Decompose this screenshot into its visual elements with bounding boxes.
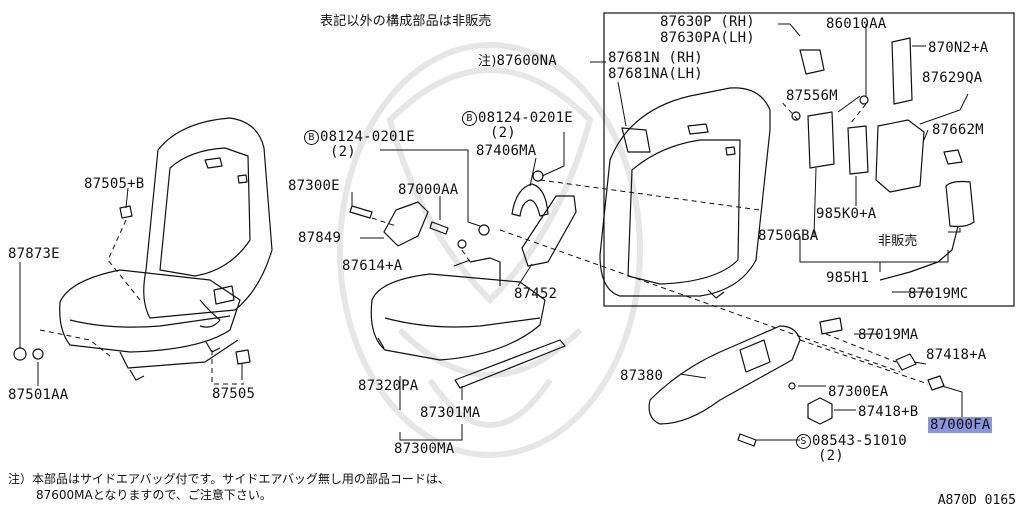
label-87681n: 87681N (RH) <box>608 50 703 66</box>
leader-lines <box>19 23 978 441</box>
part-87629qa <box>875 119 925 193</box>
bracket-87849 <box>383 201 429 247</box>
label-87556m: 87556M <box>786 88 838 104</box>
part-number-87600na: 87600NA <box>496 53 557 69</box>
highlighted-part-number[interactable]: 87000FA <box>928 417 993 433</box>
label-87614a: 87614+A <box>342 258 403 274</box>
label-87629qa: 87629QA <box>922 70 983 86</box>
label-87630p: 87630P (RH) <box>660 14 755 30</box>
label-screw-08543-qty: (2) <box>818 448 844 464</box>
label-87300ea: 87300EA <box>828 384 889 400</box>
bracket-87452 <box>521 195 577 267</box>
part-87630p <box>799 49 825 75</box>
clip-87505b <box>119 205 133 219</box>
assembly-lines <box>39 99 929 385</box>
label-87300e: 87300E <box>288 178 340 194</box>
label-87380: 87380 <box>620 368 664 384</box>
rail-87301ma <box>454 339 566 389</box>
label-bolt-08124-left-qty: (2) <box>330 144 356 160</box>
bolt-number: 08124-0201E <box>478 110 573 126</box>
bolt-08124-b <box>532 170 544 182</box>
label-87452: 87452 <box>514 286 558 302</box>
watermark-emblem <box>337 42 643 458</box>
part-87662m <box>943 149 963 165</box>
pad-87681n <box>621 127 651 153</box>
cap-87418a <box>895 353 917 371</box>
label-87019mc: 87019MC <box>908 286 969 302</box>
label-87662m: 87662M <box>932 122 984 138</box>
bolt-86010aa <box>859 95 869 105</box>
label-985h1: 985H1 <box>826 270 870 286</box>
diagram-reference-code: A870D 0165 <box>937 493 1016 508</box>
bolt-87300e <box>349 205 373 219</box>
bracket-87506ba <box>807 111 835 169</box>
part-985k0a <box>847 125 869 175</box>
bolt-87556m <box>791 111 801 121</box>
connector-87019ma <box>819 317 843 335</box>
label-87301ma: 87301MA <box>420 405 481 421</box>
label-985k0a: 985K0+A <box>816 206 877 222</box>
footer-note-line-1: 注）本部品はサイドエアバッグ付です。サイドエアバッグ無し用の部品コードは、 <box>8 472 450 486</box>
label-87630pa: 87630PA(LH) <box>660 30 755 46</box>
label-87019ma: 87019MA <box>858 327 919 343</box>
side-finisher-87380 <box>648 325 801 425</box>
label-870n2a: 870N2+A <box>928 40 989 56</box>
label-87000aa: 87000AA <box>398 182 459 198</box>
b-circle-icon: B <box>304 130 319 145</box>
label-not-sold: 非販売 <box>878 234 918 249</box>
airbag-module <box>945 180 975 228</box>
screw-number: 08543-51010 <box>812 433 907 449</box>
part-87406ma <box>511 183 549 217</box>
bolt-08124-a <box>478 224 490 236</box>
bolt-87000aa <box>429 221 449 235</box>
label-87000fa[interactable]: 87000FA <box>928 417 993 433</box>
label-87600na: 注)87600NA <box>478 53 557 70</box>
cushion-frame-87320pa <box>370 257 546 361</box>
label-87849: 87849 <box>298 230 342 246</box>
label-87681na: 87681NA(LH) <box>608 66 703 82</box>
label-87505b: 87505+B <box>84 176 145 192</box>
washer-87300ea <box>788 382 796 390</box>
label-87501aa: 87501AA <box>8 387 69 403</box>
s-circle-icon: S <box>796 434 811 449</box>
label-87506ba: 87506BA <box>758 228 819 244</box>
note-mark: 注) <box>478 54 497 69</box>
label-87406ma: 87406MA <box>476 143 537 159</box>
assembled-seat-drawing <box>59 117 273 381</box>
nut-87614a <box>457 239 467 249</box>
label-87418b: 87418+B <box>858 404 919 420</box>
bolt-87501aa <box>32 348 44 360</box>
detail-frame <box>603 12 1015 307</box>
plug-87873e <box>13 347 27 361</box>
label-86010aa: 86010AA <box>826 16 887 32</box>
clip-87000fa <box>927 375 945 391</box>
label-87418a: 87418+A <box>926 347 987 363</box>
label-bolt-08124-right-qty: (2) <box>490 125 516 141</box>
footer-note-line-2: 87600MAとなりますので、ご注意下さい。 <box>36 488 272 502</box>
bolt-number: 08124-0201E <box>320 129 415 145</box>
label-87505: 87505 <box>212 386 256 402</box>
screw-08543 <box>737 433 757 447</box>
b-circle-icon: B <box>462 111 477 126</box>
header-note: 表記以外の構成部品は非販売 <box>320 14 492 29</box>
clip-87505 <box>235 349 251 365</box>
knob-87418b <box>807 397 833 425</box>
seatback-87600na <box>599 87 771 299</box>
label-87873e: 87873E <box>8 246 60 262</box>
part-870n2a <box>891 37 913 105</box>
label-87320pa: 87320PA <box>358 378 419 394</box>
label-87300ma: 87300MA <box>394 441 455 457</box>
